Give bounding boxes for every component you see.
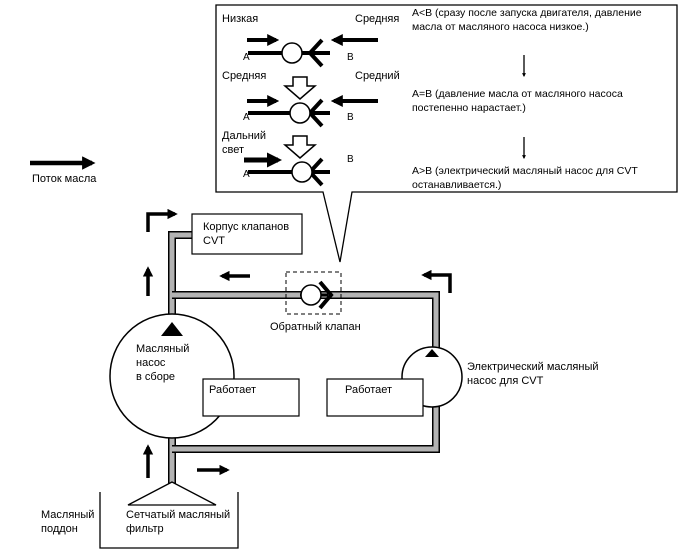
- row3-left-label-line-1: Дальний: [222, 130, 266, 142]
- valve-body-box: [191, 213, 303, 255]
- row3-a-label: A: [243, 169, 250, 180]
- row2-desc-line-2: постепенно нарастает.): [412, 102, 526, 114]
- legend-label: Поток масла: [32, 173, 97, 185]
- row2-ball: [289, 102, 311, 124]
- row3-desc-line-2: останавливается.): [412, 179, 501, 191]
- row1-ball: [281, 42, 303, 64]
- row1-left-label: Низкая: [222, 13, 258, 25]
- check-valve-label: Обратный клапан: [270, 321, 361, 333]
- row1-desc-line-1: A<B (сразу после запуска двигателя, давл…: [412, 7, 642, 19]
- main-pump-label-line-2: насос: [136, 357, 166, 369]
- row1-desc-line-2: масла от масляного насоса низкое.): [412, 21, 589, 33]
- main-pump-label-line-1: Масляный: [136, 343, 189, 355]
- legend: Поток масла: [30, 156, 97, 185]
- row2-b-label: B: [347, 112, 354, 123]
- transition-arrow-2: [282, 135, 318, 159]
- flow-arrows: [142, 208, 452, 478]
- oil-strainer: Сетчатый масляный фильтр: [126, 481, 230, 535]
- oil-pan-label-line-1: Масляный: [41, 509, 94, 521]
- main-pump-status: Работает: [202, 378, 300, 417]
- row3-desc-line-1: A>B (электрический масляный насос для CV…: [412, 165, 638, 177]
- main-pump-status-box: [202, 378, 300, 417]
- electric-pump-label-line-1: Электрический масляный: [467, 361, 599, 373]
- electric-pump-status-box: [326, 378, 424, 417]
- check-valve-vee: [318, 280, 334, 310]
- main-oil-pump: Масляный насос в сборе: [109, 313, 235, 439]
- oil-pan-label-line-2: поддон: [41, 523, 78, 535]
- oil-pan-outline: [99, 492, 239, 549]
- valve-body: Корпус клапанов CVT: [191, 213, 303, 255]
- transition-arrow-1: [282, 76, 318, 100]
- row2-a-label: A: [243, 112, 250, 123]
- oil-pan: Масляный поддон: [41, 492, 239, 549]
- row2-desc-line-1: A=B (давление масла от масляного насоса: [412, 88, 623, 100]
- main-pump-status-label: Работает: [209, 384, 256, 396]
- electric-pump-label-line-2: насос для CVT: [467, 375, 544, 387]
- check-valve: Обратный клапан: [270, 271, 361, 333]
- callout: Низкая Средняя A B A<B (сразу после запу…: [215, 4, 678, 263]
- callout-row-1: Низкая Средняя A B A<B (сразу после запу…: [222, 7, 642, 68]
- flow-arrow-topright-turn: [421, 269, 452, 293]
- row3-ball: [291, 161, 313, 183]
- electric-pump-status-label: Работает: [345, 384, 392, 396]
- row1-b-label: B: [347, 52, 354, 63]
- callout-box: [215, 4, 678, 263]
- row2-right-label: Средний: [355, 70, 400, 82]
- valve-body-label-line-1: Корпус клапанов: [203, 221, 289, 233]
- row2-left-label: Средняя: [222, 70, 266, 82]
- main-pump-direction-triangle: [161, 322, 183, 336]
- strainer-label-line-1: Сетчатый масляный: [126, 509, 230, 521]
- row3-b-label: B: [347, 154, 354, 165]
- strainer-triangle: [127, 481, 217, 506]
- strainer-label-line-2: фильтр: [126, 523, 164, 535]
- valve-body-label-line-2: CVT: [203, 235, 225, 247]
- main-pump-label-line-3: в сборе: [136, 371, 175, 383]
- electric-oil-pump: Электрический масляный насос для CVT: [401, 346, 599, 408]
- callout-row-2: Средняя Средний A B A=B (давление масла …: [222, 70, 623, 128]
- row3-left-label-line-2: свет: [222, 144, 244, 156]
- callout-row-3: Дальний свет A B A>B (электрический масл…: [222, 130, 638, 191]
- electric-pump-status: Работает: [326, 378, 424, 417]
- electric-pump-direction-triangle: [425, 349, 439, 357]
- circuit: Корпус клапанов CVT Обратный клапан Масл…: [41, 208, 599, 549]
- row1-right-label: Средняя: [355, 13, 399, 25]
- flow-arrow-topleft-turn: [146, 208, 178, 232]
- row1-a-label: A: [243, 52, 250, 63]
- check-valve-ball: [300, 284, 322, 306]
